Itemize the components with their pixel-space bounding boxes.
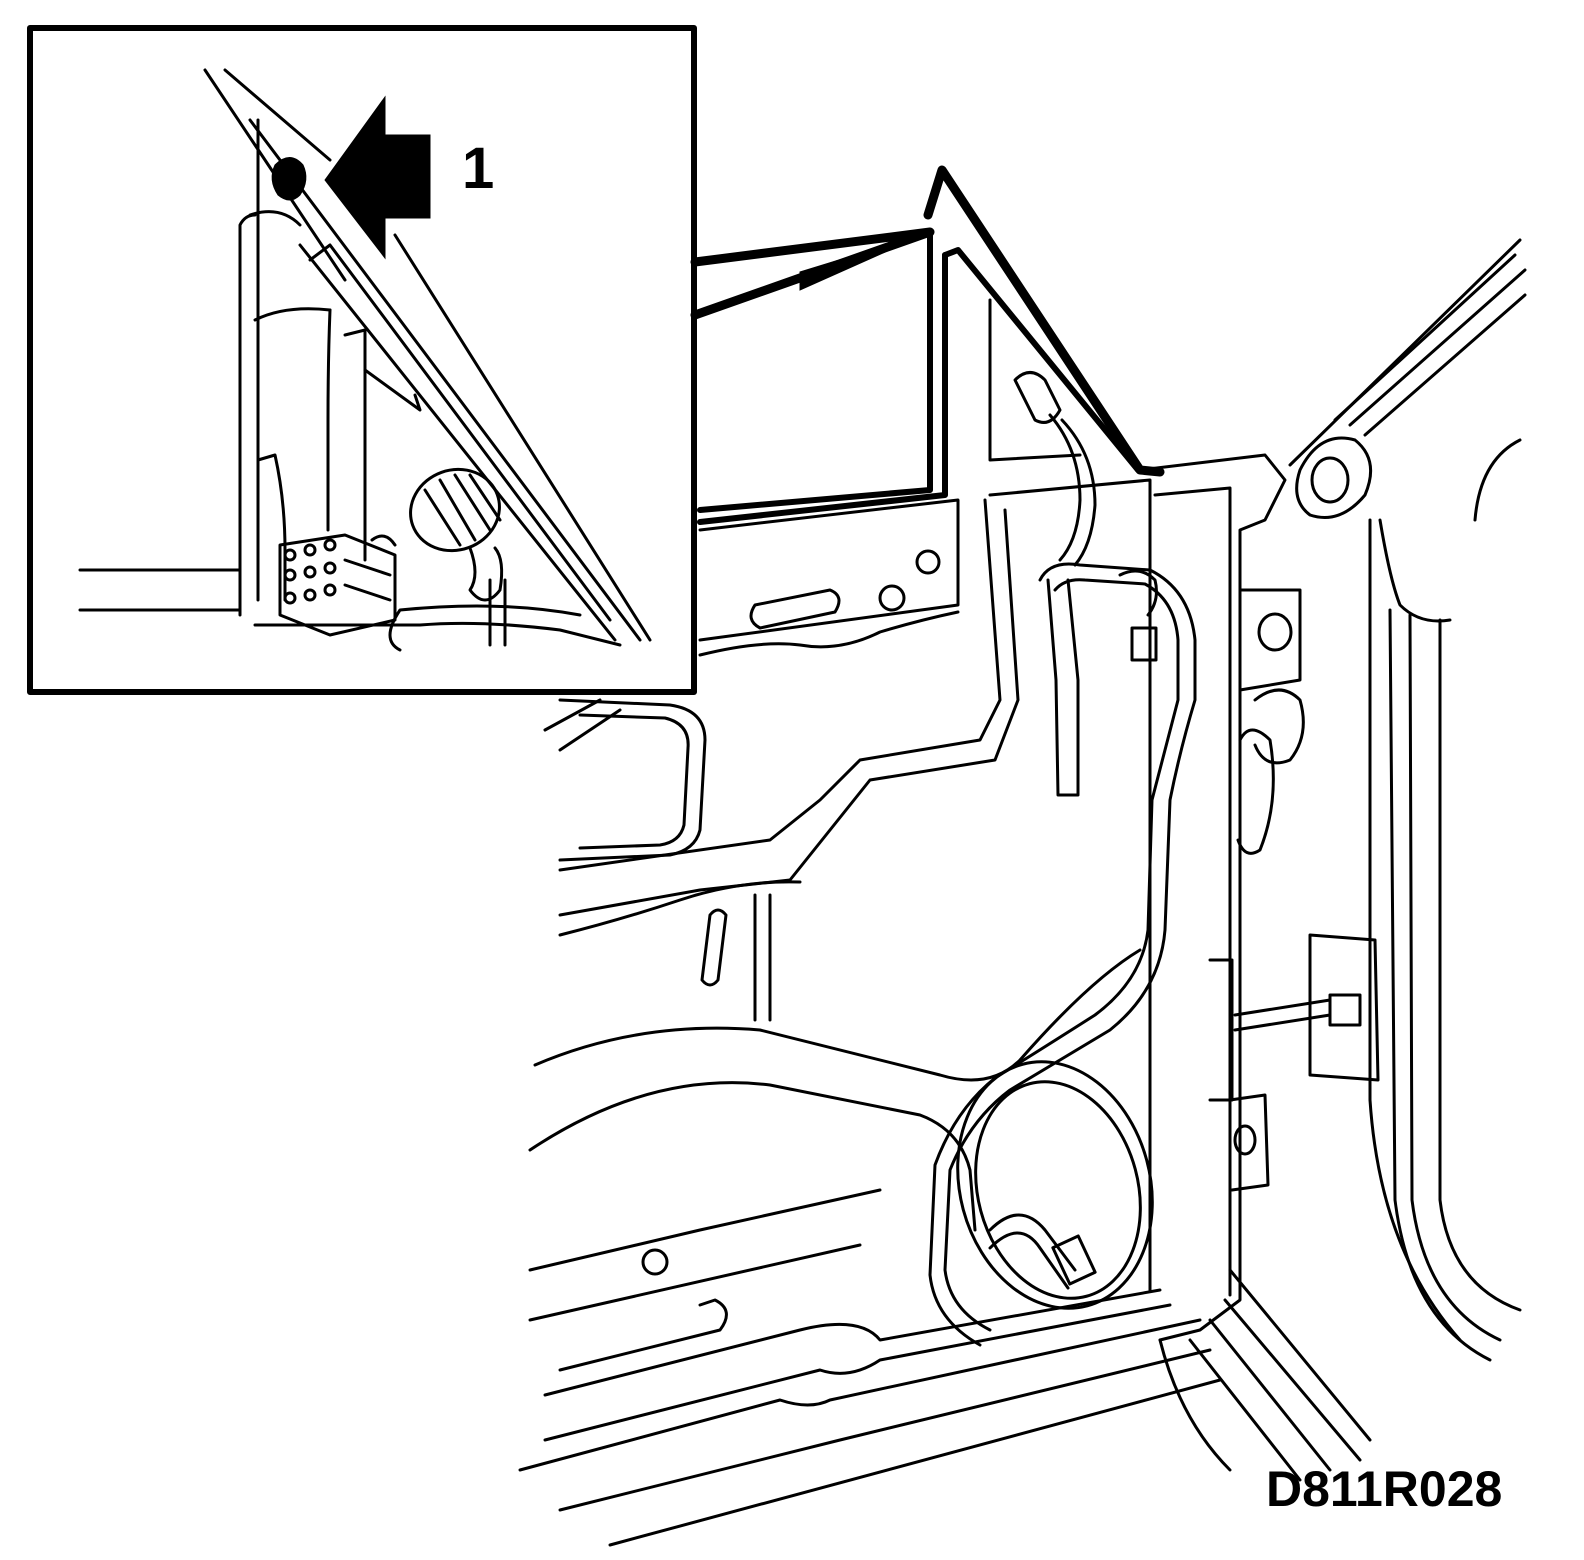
sill-right-2 [1223,1298,1362,1462]
regulator-bracket-inner [578,713,690,850]
body-edge-vert-1 [1388,608,1492,1362]
inset-inner-1 [326,308,332,532]
inner-panel-outline-2 [558,508,1020,917]
lower-panel-inner [528,1081,977,1232]
multi-pin-connector[interactable] [278,533,397,637]
body-curve-1 [1378,518,1452,623]
inset-post-top [248,210,332,322]
harness-main-inner [928,578,1180,1347]
harness-lower-2 [988,1231,1070,1290]
check-strap-bracket [1308,933,1380,1082]
inset-bracket [256,453,287,602]
body-edge-right [1368,518,1462,1342]
belt-ripple [698,610,960,657]
door-hinge-edge [1138,453,1287,1342]
inset-base-2 [388,604,582,652]
sill-right-1 [1228,1268,1372,1442]
check-strap-body [1236,728,1275,855]
inner-frame-left [988,478,1152,1292]
lower-hinge [1228,1093,1270,1192]
hole-small-2 [878,584,906,612]
check-strap-rod [1233,998,1332,1032]
diag-line-1 [543,698,602,732]
callout-number: 1 [462,136,495,201]
frame-inner-pillar [988,298,1082,462]
harness-lower [988,1213,1077,1272]
inset-pillar-2 [223,68,332,162]
harness-main-outer [943,562,1197,1332]
body-pillar-1 [1288,238,1522,467]
door-bottom-1 [528,1188,882,1272]
sill-right-3 [1208,1318,1332,1472]
fastener-hole[interactable] [271,157,307,201]
inset-inner-2 [343,328,367,562]
upper-hinge-hole [1257,612,1293,652]
window-frame-inner [942,247,1141,473]
mirror-connector [1013,371,1062,424]
diag-line-2 [558,708,622,752]
window-frame-top [923,165,1165,477]
door-bottom-7 [608,1378,1222,1547]
rubber-slot [700,908,728,987]
harness-clip [1118,569,1158,617]
door-bottom-4 [543,1303,1172,1442]
body-curve-2 [1473,438,1522,522]
mirror-cable [1048,413,1082,562]
hinge-boss [1295,436,1373,519]
harness-branch [1046,578,1080,797]
inset-inner-3 [363,368,422,412]
inner-panel-outline [558,498,1002,872]
speaker-opening-inner [974,1080,1142,1300]
door-bottom-6 [558,1348,1212,1512]
body-pillar-4 [1363,293,1527,437]
door-bottom-2 [528,1243,862,1322]
check-strap-housing [1208,958,1234,1102]
inset-detail [27,25,697,695]
lower-panel-outer [533,948,1142,1082]
door-assembly [518,165,1527,1547]
speaker-opening [956,1060,1154,1310]
callout-wedge [799,231,931,291]
sill-right-4 [1188,1338,1302,1482]
inset-pillar-4 [248,118,642,642]
callout-arrow [324,95,431,260]
lower-rail [558,1298,728,1372]
hole-small-1 [915,549,941,575]
inset-base [253,621,622,647]
belt-panel [698,498,960,642]
inset-post-left [238,213,257,617]
check-strap-tab [1328,993,1362,1027]
lower-hinge-hole [1233,1124,1257,1156]
harness-clip-box [1130,626,1158,662]
inset-pillar-5 [298,243,617,642]
inset-frame [27,25,697,695]
sill-curve [1158,1338,1232,1472]
window-frame-left [697,229,933,513]
door-bottom-5 [518,1318,1202,1472]
vertical-channel [753,893,772,1022]
hinge-boss-hole [1310,456,1350,504]
body-edge-vert-3 [1438,618,1522,1312]
speaker-cutout-edge [558,880,802,937]
inset-pillar-6 [308,243,612,622]
upper-hinge [1238,588,1302,692]
round-connector[interactable] [399,457,511,602]
body-pillar-3 [1348,268,1527,427]
figure-code: D811R028 [1266,1461,1503,1517]
mirror-cable-2 [1060,418,1097,567]
body-pillar-2 [1333,253,1517,422]
latch-slot [749,588,841,630]
inset-wire-1 [488,578,507,647]
grommet [1253,688,1305,765]
body-edge-vert-2 [1408,613,1502,1342]
regulator-bracket [558,698,707,862]
window-frame-left-inner [697,252,948,525]
inset-pillar-3 [393,233,652,642]
lower-pin [641,1248,669,1276]
door-hinge-edge-inner [1153,486,1232,1297]
harness-connector [1051,1234,1097,1286]
door-bottom-3 [543,1288,1162,1397]
